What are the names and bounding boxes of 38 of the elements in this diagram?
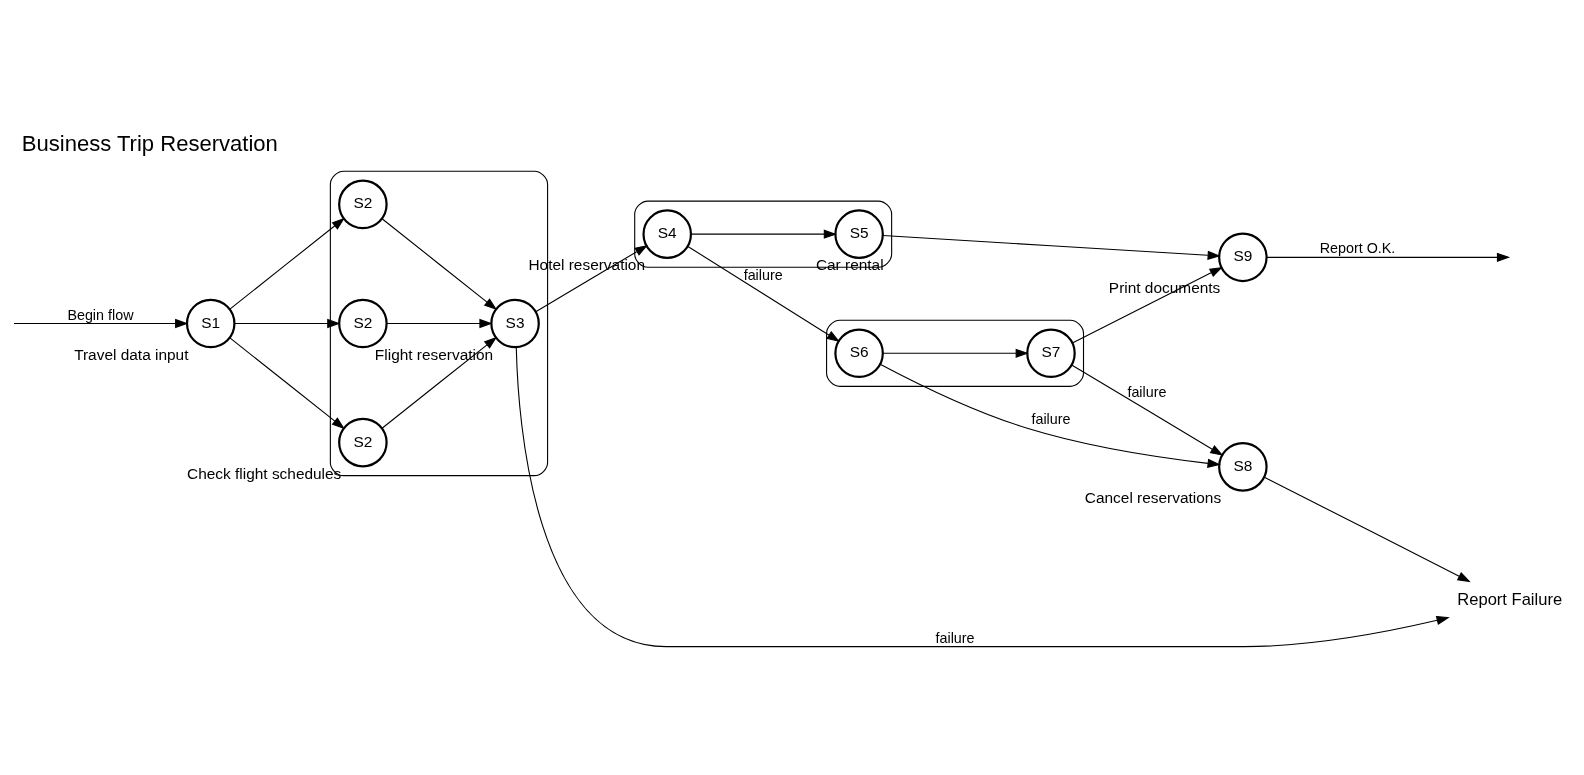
- node-circle: S6: [834, 327, 884, 378]
- arrow: [386, 318, 493, 328]
- node-circle: S7: [1026, 327, 1076, 378]
- arrow: [1266, 252, 1511, 262]
- node-circle: S2: [338, 298, 388, 348]
- node-text: Report Failure: [1457, 589, 1563, 609]
- arrow: [229, 336, 345, 429]
- arrow: [882, 234, 1221, 260]
- arrow: [1071, 266, 1223, 344]
- edge-label: Begin flow: [67, 306, 134, 323]
- edge-label: failure: [935, 629, 975, 646]
- arrow: [229, 217, 345, 310]
- arrow: [381, 336, 498, 429]
- edge-label: failure: [1031, 410, 1071, 427]
- arrow: [1263, 476, 1471, 582]
- arrow: [515, 346, 1450, 647]
- arrow: [687, 245, 840, 342]
- node-label: Travel data input: [74, 345, 189, 363]
- node-circle: S1: [185, 298, 236, 348]
- node-circle: S5: [834, 208, 884, 259]
- node-circle: S4: [642, 208, 693, 259]
- node-circle: S9: [1218, 232, 1268, 282]
- arrow: [234, 318, 341, 328]
- arrow: [880, 363, 1221, 468]
- arrow: [690, 229, 837, 239]
- edge-label: failure: [1127, 383, 1167, 400]
- node-circle: S2: [338, 179, 388, 229]
- arrow: [381, 217, 498, 310]
- diagram-title: Business Trip Reservation: [21, 130, 278, 156]
- edge-label: failure: [743, 266, 783, 283]
- node-circle: S2: [338, 417, 388, 467]
- arrow: [882, 348, 1029, 358]
- node-circle: S3: [490, 298, 540, 348]
- edge-label: Report O.K.: [1319, 239, 1396, 256]
- node-circle: S8: [1218, 441, 1268, 492]
- node-label: Check flight schedules: [187, 464, 342, 482]
- arrow: [13, 318, 189, 328]
- arrow: [1071, 363, 1224, 456]
